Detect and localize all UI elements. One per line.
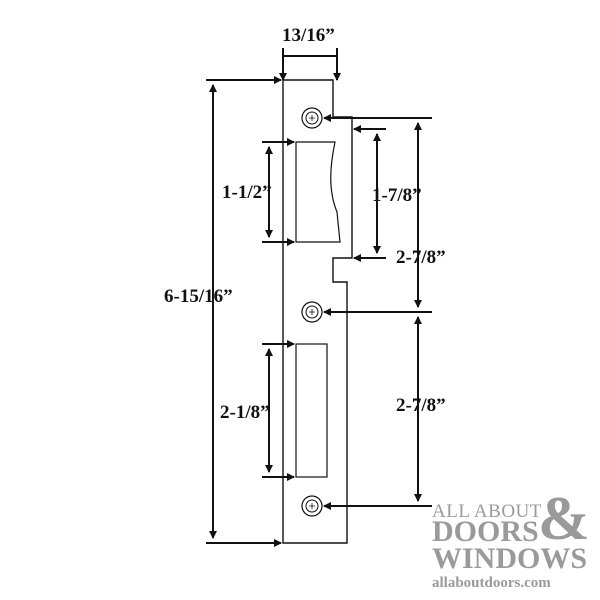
total-height-label: 6-15/16” [164, 286, 233, 307]
hole-spacing-lower-dimension [323, 316, 432, 510]
screw-hole-top [301, 107, 323, 129]
brand-logo: & ALL ABOUT DOORS WINDOWS allaboutdoors.… [432, 485, 590, 591]
lower-opening [295, 343, 328, 478]
logo-line-doors: DOORS [432, 515, 539, 548]
hole-spacing-upper-label: 2-7/8” [396, 247, 446, 268]
logo-ampersand: & [538, 485, 590, 553]
screw-hole-bottom [301, 495, 323, 517]
tab-length-dimension [353, 125, 386, 262]
logo-line-all-about: ALL ABOUT [432, 501, 542, 522]
upper-opening-dimension [262, 138, 295, 246]
logo-url: allaboutdoors.com [432, 575, 551, 591]
logo-line-windows: WINDOWS [432, 542, 587, 575]
upper-opening-label: 1-1/2” [222, 182, 272, 203]
lower-opening-label: 2-1/8” [220, 402, 270, 423]
tab-length-label: 1-7/8” [372, 185, 422, 206]
hole-spacing-upper-dimension [323, 114, 432, 316]
hole-spacing-lower-label: 2-7/8” [396, 395, 446, 416]
lower-opening-dimension [262, 340, 295, 481]
width-label: 13/16” [282, 25, 335, 46]
upper-opening [295, 141, 341, 243]
total-height-dimension [206, 76, 282, 547]
screw-hole-middle [301, 301, 323, 323]
width-dimension [279, 48, 341, 81]
